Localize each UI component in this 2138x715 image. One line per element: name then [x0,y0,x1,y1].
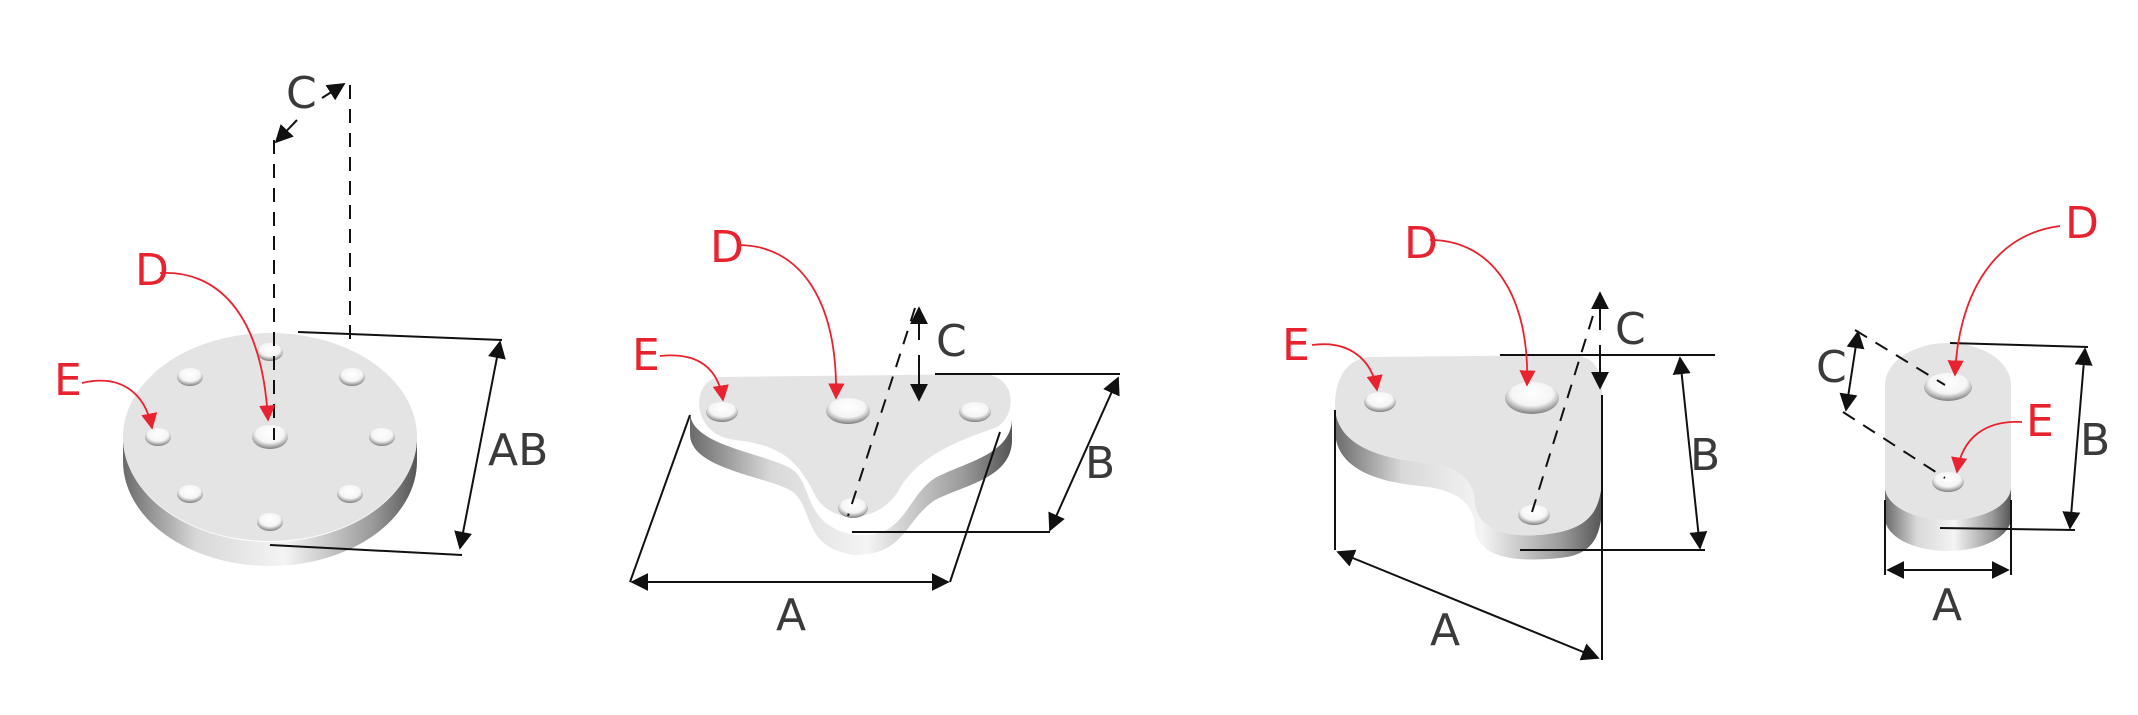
round-ab-extension-bottom [269,544,463,556]
oval-b-extension-top [1949,342,2089,348]
round-plate-holes [145,343,395,531]
oval-c-label: C [1816,342,1847,393]
triangular-plate-top [699,374,1011,517]
round-d-leader [159,272,276,422]
l-shaped-a-dimension-line [1336,549,1600,661]
round-e-label: E [54,355,82,406]
l-shaped-b-label: B [1690,430,1720,481]
round-ab-label: AB [488,425,548,476]
round-ab-extension-top [297,331,503,341]
oval-plate-side [1885,487,2011,551]
hole [1505,382,1559,414]
round-ab-dimension-line [454,340,506,550]
oval-e-leader [1951,421,2023,474]
round-c-arrow-right [321,83,346,101]
triangular-c-dashed-line [847,307,916,517]
triangular-a-label: A [776,590,806,641]
hole [1518,505,1550,525]
hole [257,343,283,361]
oval-plate-figure: C B A D E [1816,198,2110,631]
l-shaped-b-dimension-line [1672,356,1708,550]
oval-d-label: D [2065,198,2099,249]
oval-c-dashed-lower [1842,411,1946,479]
hole [826,398,870,424]
round-d-label: D [135,245,169,296]
hole [337,485,363,503]
oval-a-label: A [1932,580,1962,631]
triangular-b-dimension-line [1048,376,1120,532]
triangular-d-leader [737,244,845,400]
l-shaped-e-label: E [1282,320,1310,371]
hole [177,485,203,503]
round-plate-figure: C AB D E [54,68,548,566]
triangular-plate-figure: C B A D E [629,222,1120,641]
triangular-e-leader [659,354,729,402]
hole [177,368,203,386]
hole [1932,472,1964,492]
round-e-leader [81,379,158,430]
triangular-plate-side [690,412,1012,555]
oval-e-label: E [2026,396,2054,447]
hole [145,428,171,446]
oval-b-label: B [2080,415,2110,466]
l-shaped-d-label: D [1404,218,1438,269]
oval-b-extension-bottom [1939,527,2076,531]
hole [1924,373,1972,401]
l-shaped-plate-figure: C B A D E [1282,218,1720,661]
hole [959,402,991,422]
triangular-a-extension-right [949,431,1001,583]
oval-plate-top [1885,343,2011,520]
hole [706,402,738,422]
hole [1364,392,1396,412]
oval-b-dimension-line [2062,347,2093,530]
triangular-c-label: C [936,316,967,367]
triangular-e-label: E [632,330,660,381]
l-shaped-c-label: C [1615,304,1646,355]
hole [257,513,283,531]
round-c-arrow-left [274,119,298,144]
round-plate-side [123,437,417,566]
hole [838,498,868,518]
l-shaped-e-leader [1311,343,1383,392]
hole [369,428,395,446]
oval-c-dashed-upper [1854,329,1946,386]
triangular-b-label: B [1085,438,1115,489]
round-c-label: C [286,68,317,119]
hole [252,425,288,449]
l-shaped-a-label: A [1430,605,1460,656]
triangular-d-label: D [710,222,744,273]
oval-d-leader [1947,225,2061,377]
hole [339,368,365,386]
triangular-a-extension-left [629,414,691,583]
oval-c-dimension-line [1839,330,1865,412]
l-shaped-d-leader [1429,239,1536,387]
l-shaped-plate-side [1335,405,1602,560]
